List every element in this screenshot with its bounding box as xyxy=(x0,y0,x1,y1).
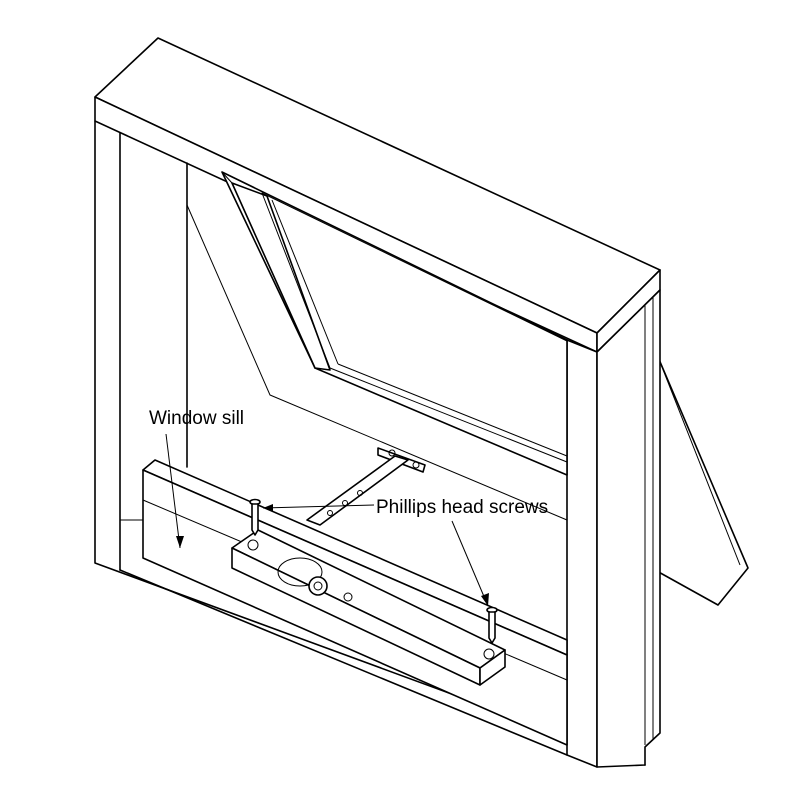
window-frame xyxy=(94,37,661,768)
operator-arm xyxy=(306,447,426,526)
screw-left xyxy=(249,498,261,536)
window-sill-label: Window sill xyxy=(149,408,244,429)
leader-lines xyxy=(165,433,489,607)
screw-right xyxy=(486,606,498,644)
glass-sash xyxy=(186,171,568,521)
open-sash-right xyxy=(654,349,749,606)
operator-housing xyxy=(231,529,506,686)
phillips-screws-label: Phillips head screws xyxy=(376,497,548,518)
